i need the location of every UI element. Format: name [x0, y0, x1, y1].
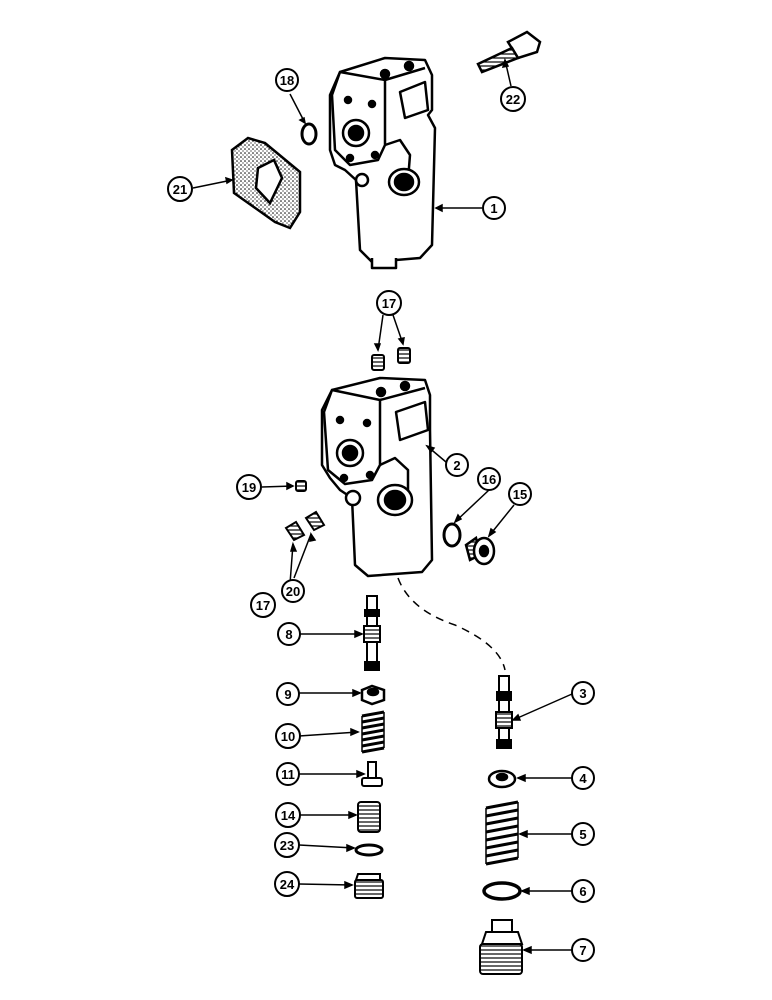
- svg-text:17: 17: [256, 598, 270, 613]
- spring-part-10: [361, 710, 385, 754]
- plug-part-24: [354, 873, 384, 899]
- callout-11: 11: [276, 762, 300, 786]
- callout-15: 15: [508, 482, 532, 506]
- callouts: 18 21 22 1 17 2 19 16 15 20 17 8 9 10 11…: [167, 68, 595, 962]
- plug-part-15: [464, 535, 496, 566]
- nut-part-9: [360, 684, 386, 706]
- svg-text:5: 5: [579, 827, 586, 842]
- callout-4: 4: [571, 766, 595, 790]
- valve-housing-part-2: [320, 376, 434, 578]
- o-ring-part-16: [442, 522, 462, 548]
- spool-part-3: [495, 675, 513, 749]
- svg-text:9: 9: [284, 687, 291, 702]
- washer-part-4: [487, 769, 517, 789]
- callout-2: 2: [445, 453, 469, 477]
- callout-20: 20: [281, 579, 305, 603]
- svg-text:4: 4: [579, 771, 587, 786]
- svg-text:2: 2: [453, 458, 460, 473]
- callout-1: 1: [482, 196, 506, 220]
- callout-18: 18: [275, 68, 299, 92]
- svg-text:23: 23: [280, 838, 294, 853]
- callout-17-top: 17: [376, 290, 402, 316]
- svg-text:17: 17: [382, 296, 396, 311]
- spool-part-8: [363, 595, 381, 671]
- svg-text:3: 3: [579, 686, 586, 701]
- pin-part-19: [295, 480, 307, 492]
- gasket-part-21: [230, 136, 302, 230]
- callout-10: 10: [275, 723, 301, 749]
- o-ring-part-6: [482, 881, 522, 901]
- dashed-assembly-line: [397, 577, 506, 671]
- leader-lines: [192, 57, 573, 955]
- callout-23: 23: [274, 832, 300, 858]
- svg-text:8: 8: [285, 627, 292, 642]
- svg-text:22: 22: [506, 92, 520, 107]
- set-screws-part-17-top: [371, 347, 411, 371]
- spring-part-5: [485, 800, 519, 866]
- callout-16: 16: [477, 467, 501, 491]
- svg-text:14: 14: [281, 808, 296, 823]
- plug-part-7: [479, 919, 524, 975]
- svg-text:20: 20: [286, 584, 300, 599]
- set-screws-part-17-20: [284, 510, 326, 542]
- callout-9: 9: [276, 682, 300, 706]
- svg-text:10: 10: [281, 729, 295, 744]
- svg-text:7: 7: [579, 943, 586, 958]
- svg-text:24: 24: [280, 877, 295, 892]
- callout-17-bottom: 17: [250, 592, 276, 618]
- pin-part-11: [361, 761, 383, 787]
- callout-3: 3: [571, 681, 595, 705]
- callout-5: 5: [571, 822, 595, 846]
- svg-text:21: 21: [173, 182, 187, 197]
- svg-text:11: 11: [281, 767, 295, 782]
- callout-8: 8: [277, 622, 301, 646]
- sleeve-part-14: [357, 801, 381, 833]
- svg-text:1: 1: [490, 201, 497, 216]
- callout-6: 6: [571, 879, 595, 903]
- valve-housing-part-1: [328, 56, 437, 270]
- callout-14: 14: [275, 802, 301, 828]
- callout-19: 19: [236, 474, 262, 500]
- o-ring-part-18: [300, 122, 318, 146]
- callout-24: 24: [274, 871, 300, 897]
- callout-21: 21: [167, 176, 193, 202]
- svg-text:18: 18: [280, 73, 294, 88]
- o-ring-part-23: [354, 843, 384, 857]
- svg-text:6: 6: [579, 884, 586, 899]
- svg-text:16: 16: [482, 472, 496, 487]
- bolt-part-22: [476, 30, 542, 74]
- svg-text:15: 15: [513, 487, 527, 502]
- svg-text:19: 19: [242, 480, 256, 495]
- callout-22: 22: [500, 86, 526, 112]
- callout-7: 7: [571, 938, 595, 962]
